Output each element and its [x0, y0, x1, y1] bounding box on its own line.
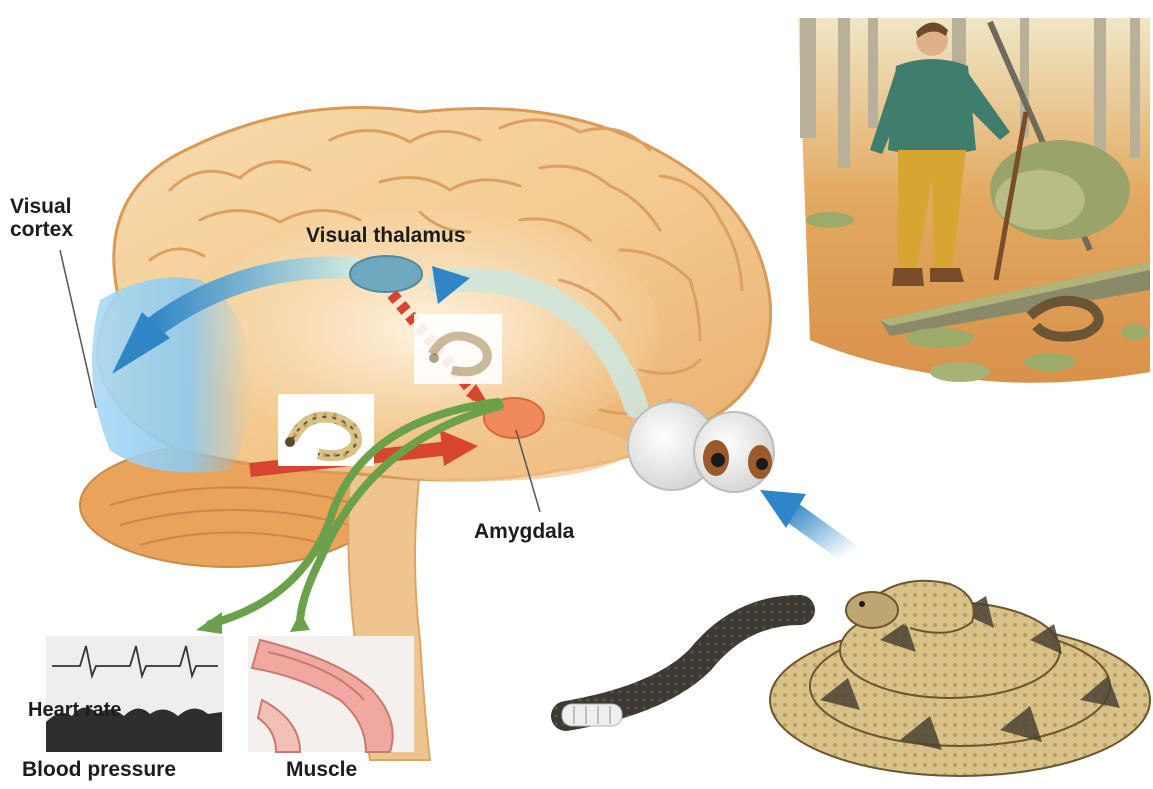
snake-thumbnail-thalamus — [414, 314, 502, 384]
muscle-label: Muscle — [286, 759, 357, 782]
snake-thumbnail-cortex — [278, 394, 374, 466]
heart-rate-label: Heart rate — [28, 700, 121, 722]
muscle-icon — [248, 636, 414, 752]
snake-icon — [562, 581, 1150, 776]
forest-scene — [798, 18, 1150, 383]
visual-thalamus-label: Visual thalamus — [306, 225, 466, 248]
incoming-visual-arrow — [760, 490, 850, 554]
blood-pressure-label: Blood pressure — [22, 759, 176, 782]
visual-cortex-label: Visual cortex — [10, 196, 120, 241]
heart-rate-icon — [46, 636, 224, 752]
visual-thalamus-node — [350, 256, 422, 292]
amygdala-label: Amygdala — [474, 521, 574, 544]
eye-icon — [628, 402, 774, 492]
